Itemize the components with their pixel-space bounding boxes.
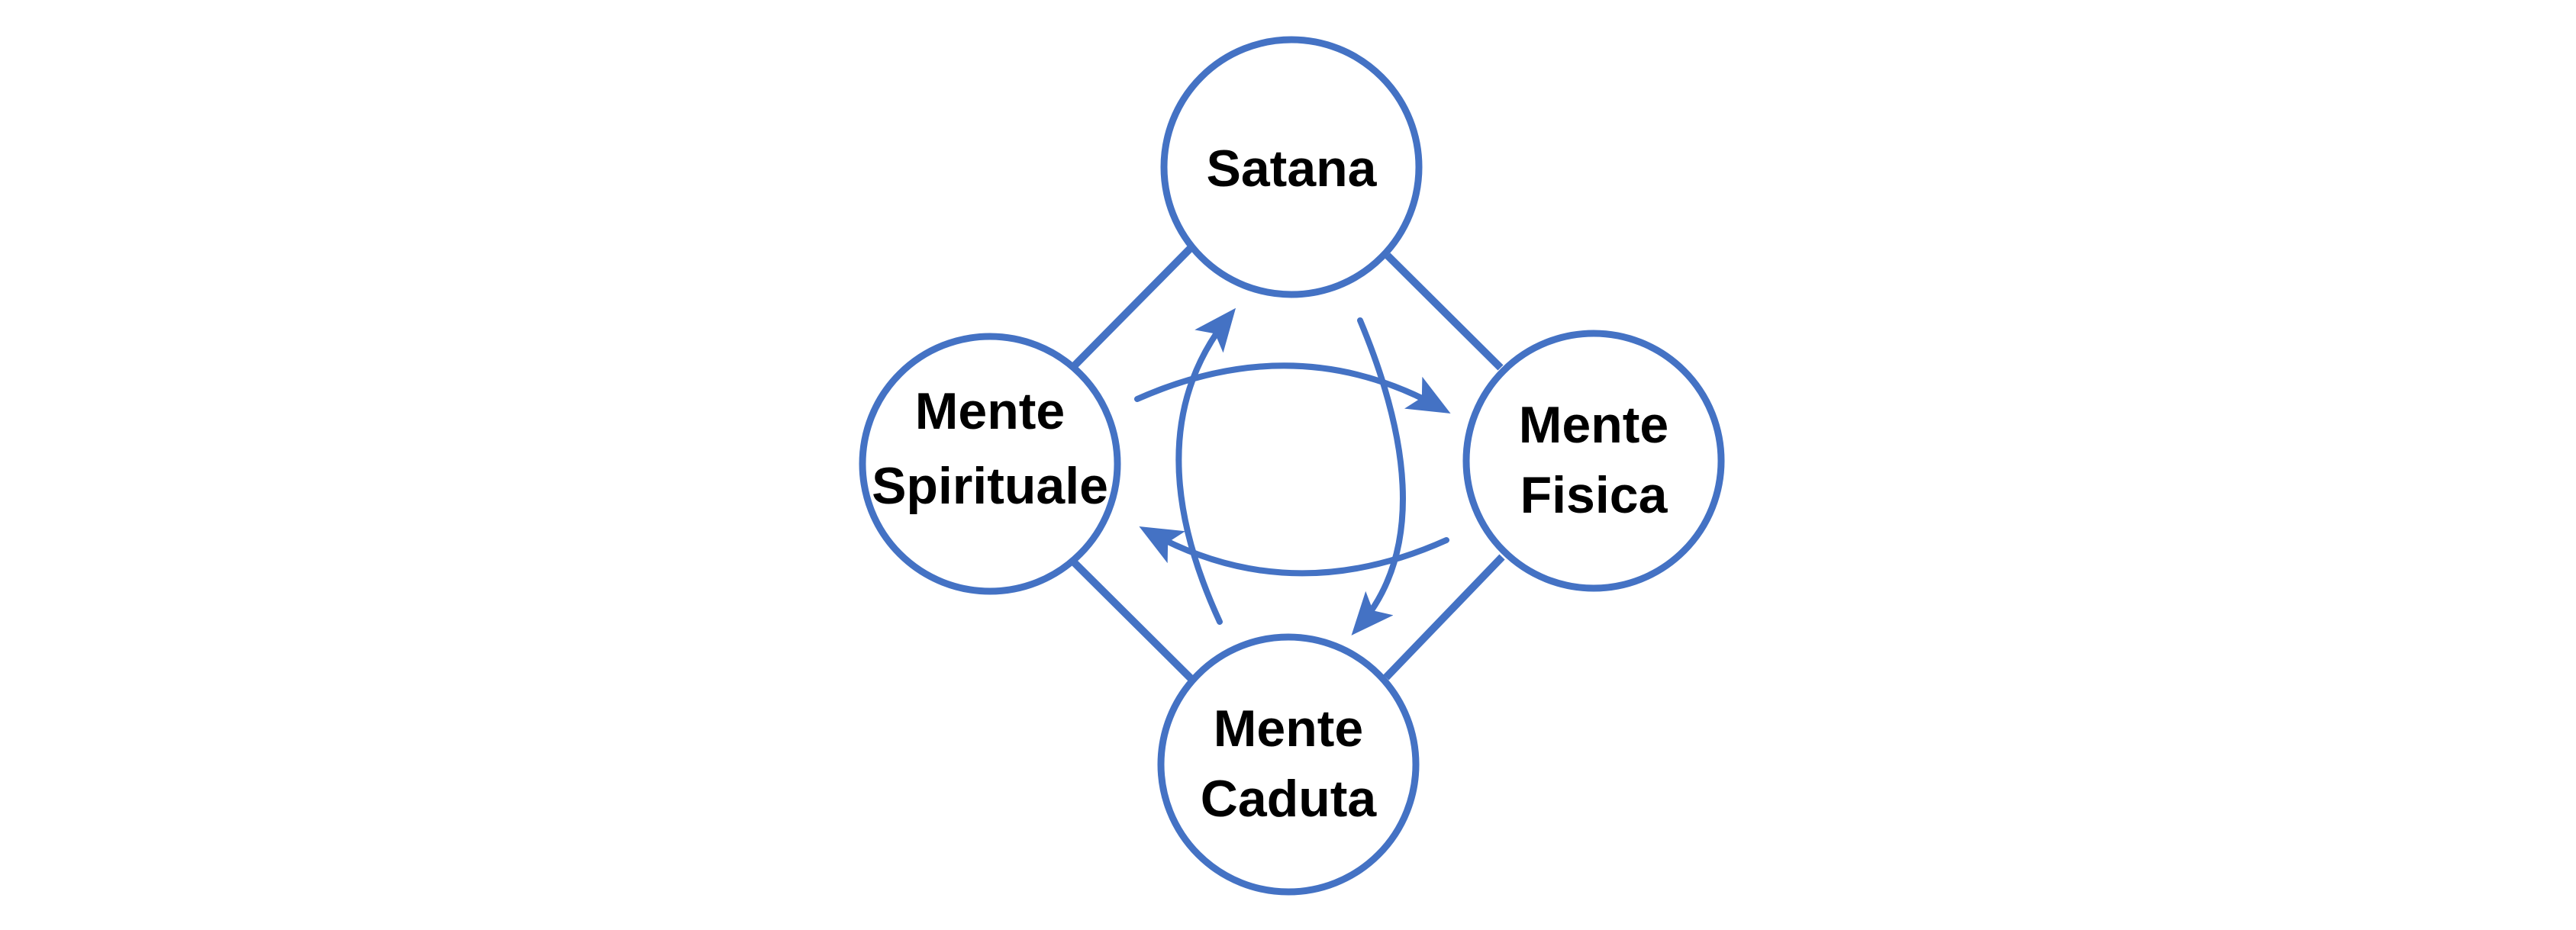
edge-satana-fisica	[1385, 253, 1504, 371]
node-mente-caduta-label-line1: Mente	[1214, 700, 1363, 758]
edge-fisica-caduta	[1383, 554, 1505, 681]
edge-spirituale-caduta	[1069, 558, 1198, 686]
node-mente-caduta: Mente Caduta	[1157, 633, 1420, 896]
node-satana: Satana	[1160, 36, 1423, 298]
edge-satana-spirituale	[1069, 245, 1194, 371]
flow-arrows	[1134, 307, 1451, 636]
node-mente-spirituale: Mente Spirituale	[859, 333, 1121, 595]
node-mente-fisica-label-line2: Fisica	[1520, 466, 1668, 524]
node-satana-circle	[1160, 36, 1423, 298]
node-mente-spirituale-label-line1: Mente	[915, 382, 1065, 440]
node-mente-fisica-circle	[1462, 330, 1725, 592]
arrow-satana-to-caduta	[1351, 317, 1406, 636]
node-satana-label: Satana	[1207, 140, 1378, 198]
node-mente-fisica: Mente Fisica	[1462, 330, 1725, 592]
node-mente-caduta-circle	[1157, 633, 1420, 896]
node-mente-spirituale-label-line2: Spirituale	[872, 457, 1108, 515]
arrow-caduta-to-satana	[1175, 307, 1236, 625]
arrow-spirituale-to-fisica	[1134, 362, 1451, 414]
node-mente-caduta-label-line2: Caduta	[1201, 770, 1378, 828]
edges	[1069, 245, 1505, 686]
node-mente-spirituale-circle	[859, 333, 1121, 595]
node-mente-fisica-label-line1: Mente	[1519, 396, 1668, 454]
arrow-fisica-to-spirituale	[1139, 526, 1449, 577]
